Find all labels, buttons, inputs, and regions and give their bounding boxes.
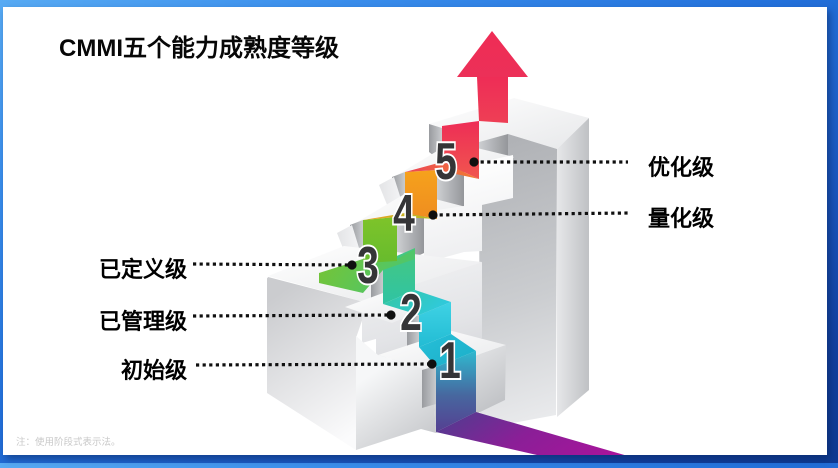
level-number-4: 4 bbox=[393, 183, 415, 242]
leader-3-line bbox=[192, 262, 353, 267]
leader-2-dot bbox=[386, 310, 396, 320]
ribbon-band2 bbox=[419, 302, 451, 347]
leader-3-dot bbox=[347, 260, 357, 270]
label-level-4: 量化级 bbox=[648, 206, 715, 231]
ribbon-fold-tread5 bbox=[405, 162, 479, 179]
ribbon-fold-tread4 bbox=[363, 213, 437, 220]
stair-face-base-left bbox=[267, 278, 356, 450]
leader-1-dot bbox=[427, 359, 437, 369]
level-number-1: 1 bbox=[439, 330, 461, 389]
leader-2-line bbox=[192, 313, 392, 318]
footnote: 注：使用阶段式表示法。 bbox=[16, 437, 121, 448]
leader-5-dot bbox=[469, 157, 479, 167]
label-level-5: 优化级 bbox=[648, 155, 715, 180]
leader-4-dot bbox=[428, 210, 438, 220]
up-arrow-head bbox=[457, 31, 528, 77]
level-number-2: 2 bbox=[400, 282, 422, 341]
ribbon-fold-tread1 bbox=[419, 334, 476, 367]
stair-face-wall4-right bbox=[397, 212, 424, 266]
stair-face-plat-right bbox=[557, 118, 589, 417]
ribbon-floor-ribbon bbox=[436, 412, 625, 455]
ribbon-band5 bbox=[405, 170, 437, 219]
label-level-3: 已定义级 bbox=[98, 257, 187, 282]
slide-title: CMMI五个能力成熟度等级 bbox=[59, 35, 339, 62]
label-level-1: 初始级 bbox=[120, 358, 187, 383]
level-number-5: 5 bbox=[435, 131, 457, 190]
staircase-group bbox=[267, 31, 625, 455]
ribbon-fold-tread2 bbox=[383, 290, 451, 315]
stair-face-face3-A bbox=[267, 277, 368, 338]
level-number-3: 3 bbox=[357, 235, 379, 294]
ribbon-band6 bbox=[442, 121, 479, 179]
ribbon-band4 bbox=[363, 217, 397, 263]
stair-face-wall1-left bbox=[422, 366, 436, 408]
up-arrow-shaft bbox=[477, 77, 508, 123]
stair-face-white4-right bbox=[424, 203, 482, 263]
label-level-2: 已管理级 bbox=[98, 309, 187, 334]
ribbon-band-front bbox=[436, 351, 476, 432]
